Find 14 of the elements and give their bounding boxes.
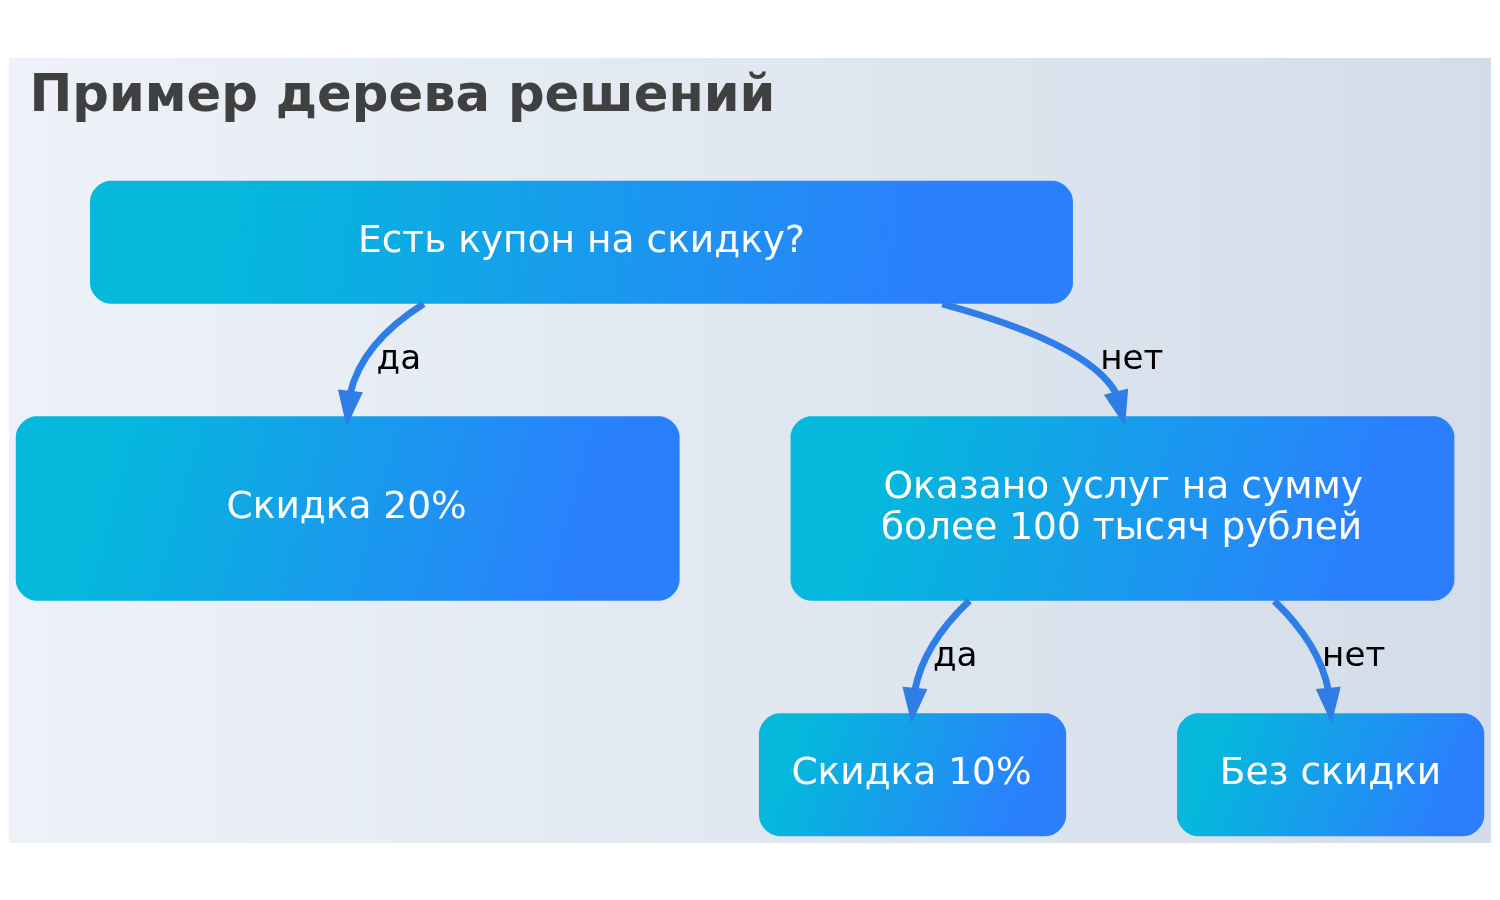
- edge-label: нет: [1100, 336, 1164, 377]
- node-box: Скидка 10%: [758, 712, 1067, 836]
- edge-label: нет: [1322, 633, 1386, 674]
- edge-label: да: [376, 336, 422, 377]
- arrow: [902, 597, 972, 724]
- node-box: Оказано услуг на сумму более 100 тысяч рублей: [790, 415, 1455, 601]
- node-box: Без скидки: [1177, 712, 1485, 836]
- arrow: [337, 300, 426, 427]
- arrow: [941, 300, 1129, 426]
- node-box: Есть купон на скидку?: [90, 180, 1073, 304]
- node-box: Скидка 20%: [15, 415, 680, 601]
- edge-label: да: [932, 633, 978, 674]
- diagram-title: Пример дерева решений: [29, 62, 776, 123]
- arrow: [1271, 598, 1341, 724]
